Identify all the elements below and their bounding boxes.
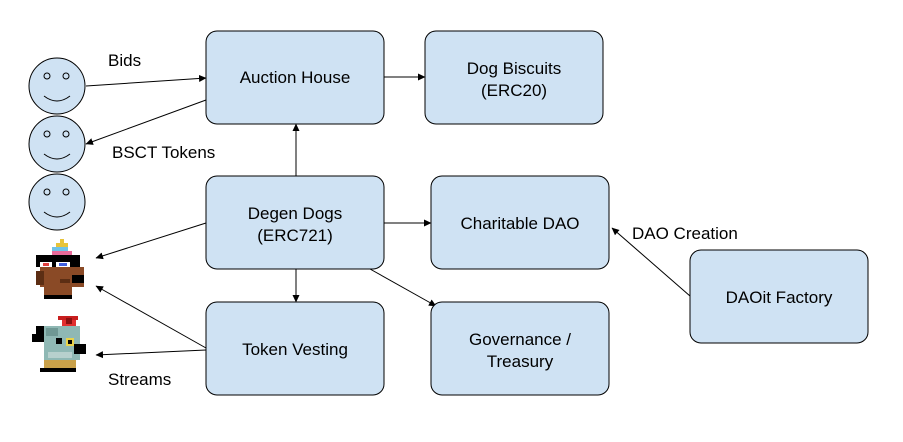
degen-dogs-node: Degen Dogs (ERC721)	[205, 175, 385, 270]
streams-arrow	[95, 349, 207, 359]
daoit-factory-label: DAOit Factory	[726, 288, 833, 307]
dao-creation-label: DAO Creation	[632, 224, 738, 243]
bids-arrow	[85, 74, 207, 87]
smiley-face-icon	[28, 173, 86, 231]
smiley-face-icon	[28, 57, 86, 115]
dog-biscuits-label-line2: (ERC20)	[481, 81, 547, 100]
bids-label: Bids	[108, 51, 141, 70]
smiley-face-icon	[28, 115, 86, 173]
party-dog-nft-icon	[36, 239, 84, 299]
charitable-dao-node: Charitable DAO	[430, 175, 610, 270]
factory-to-charitable-arrow	[611, 227, 691, 297]
dog-biscuits-label-line1: Dog Biscuits	[467, 59, 561, 78]
token-vesting-label: Token Vesting	[242, 340, 348, 359]
token-vesting-node: Token Vesting	[205, 301, 385, 396]
degen-to-governance-arrow	[369, 268, 437, 307]
dog-biscuits-node: Dog Biscuits (ERC20)	[424, 30, 604, 125]
streams-label: Streams	[108, 370, 171, 389]
governance-treasury-label-line2: Treasury	[487, 352, 554, 371]
bsct-tokens-arrow	[85, 99, 207, 145]
vesting-to-party-dog-arrow	[95, 285, 207, 349]
bsct-tokens-label: BSCT Tokens	[112, 143, 215, 162]
auction-house-label: Auction House	[240, 68, 351, 87]
degen-dogs-label-line1: Degen Dogs	[248, 204, 343, 223]
degen-to-party-dog-arrow	[95, 222, 207, 260]
degen-dogs-label-line2: (ERC721)	[257, 226, 333, 245]
daoit-factory-node: DAOit Factory	[689, 249, 869, 344]
charitable-dao-label: Charitable DAO	[460, 214, 579, 233]
governance-treasury-node: Governance / Treasury	[430, 301, 610, 396]
governance-treasury-label-line1: Governance /	[469, 330, 571, 349]
bow-dog-nft-icon	[32, 316, 86, 372]
auction-house-node: Auction House	[205, 30, 385, 125]
